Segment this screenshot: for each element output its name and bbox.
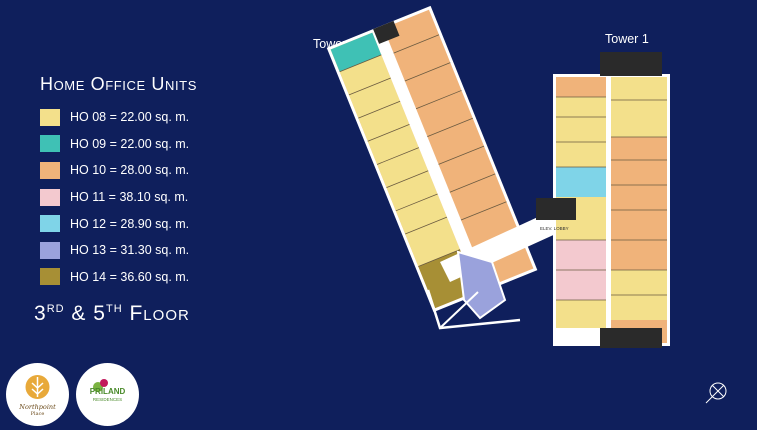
elevator-lobby-label: ELEV. LOBBY	[540, 226, 569, 231]
floor-amp: &	[71, 302, 87, 325]
legend-label: HO 09 = 22.00 sq. m.	[70, 136, 190, 151]
swatch-ho11	[40, 188, 60, 206]
tower-2-plan	[326, 5, 538, 313]
northpoint-name: Northpoint	[19, 403, 56, 411]
floor-suffix-1: RD	[46, 303, 65, 315]
legend-item-ho08: HO 08 = 22.00 sq. m.	[40, 104, 189, 131]
legend-title: Home Office Units	[40, 74, 197, 94]
swatch-ho14	[40, 268, 60, 286]
unit-ho13	[456, 250, 507, 320]
priland-logo: PRILAND RESIDENCES	[76, 363, 139, 426]
legend-label: HO 10 = 28.00 sq. m.	[70, 163, 190, 178]
northpoint-sub: Place	[30, 411, 45, 417]
floor-num-1: 3	[34, 302, 47, 325]
tower-1-plan	[536, 52, 670, 348]
legend-label: HO 13 = 31.30 sq. m.	[70, 243, 190, 258]
priland-name: PRILAND	[89, 387, 126, 396]
swatch-ho08	[40, 108, 60, 126]
legend-item-ho10: HO 10 = 28.00 sq. m.	[40, 157, 189, 184]
floor-suffix-2: TH	[105, 303, 123, 315]
legend-item-ho14: HO 14 = 36.60 sq. m.	[40, 264, 189, 291]
legend-item-ho09: HO 09 = 22.00 sq. m.	[40, 131, 189, 158]
legend-list: HO 08 = 22.00 sq. m. HO 09 = 22.00 sq. m…	[40, 104, 189, 290]
priland-sub: RESIDENCES	[92, 397, 123, 402]
legend-item-ho13: HO 13 = 31.30 sq. m.	[40, 237, 189, 264]
legend-label: HO 14 = 36.60 sq. m.	[70, 269, 190, 284]
north-arrow-icon	[705, 382, 727, 404]
legend-item-ho11: HO 11 = 38.10 sq. m.	[40, 184, 189, 211]
northpoint-logo: Northpoint Place	[6, 363, 69, 426]
legend-item-ho12: HO 12 = 28.90 sq. m.	[40, 210, 189, 237]
legend-label: HO 12 = 28.90 sq. m.	[70, 216, 190, 231]
tower-1-label: Tower 1	[605, 32, 649, 46]
swatch-ho09	[40, 135, 60, 153]
swatch-ho13	[40, 241, 60, 259]
swatch-ho12	[40, 215, 60, 233]
legend-label: HO 11 = 38.10 sq. m.	[70, 190, 189, 205]
floor-word: Floor	[129, 302, 190, 325]
wheat-icon	[25, 375, 50, 399]
leaf-icon	[93, 379, 108, 392]
floor-num-2: 5	[93, 302, 106, 325]
legend-label: HO 08 = 22.00 sq. m.	[70, 110, 190, 125]
swatch-ho10	[40, 161, 60, 179]
floor-title: 3RD & 5TH Floor	[34, 302, 190, 326]
